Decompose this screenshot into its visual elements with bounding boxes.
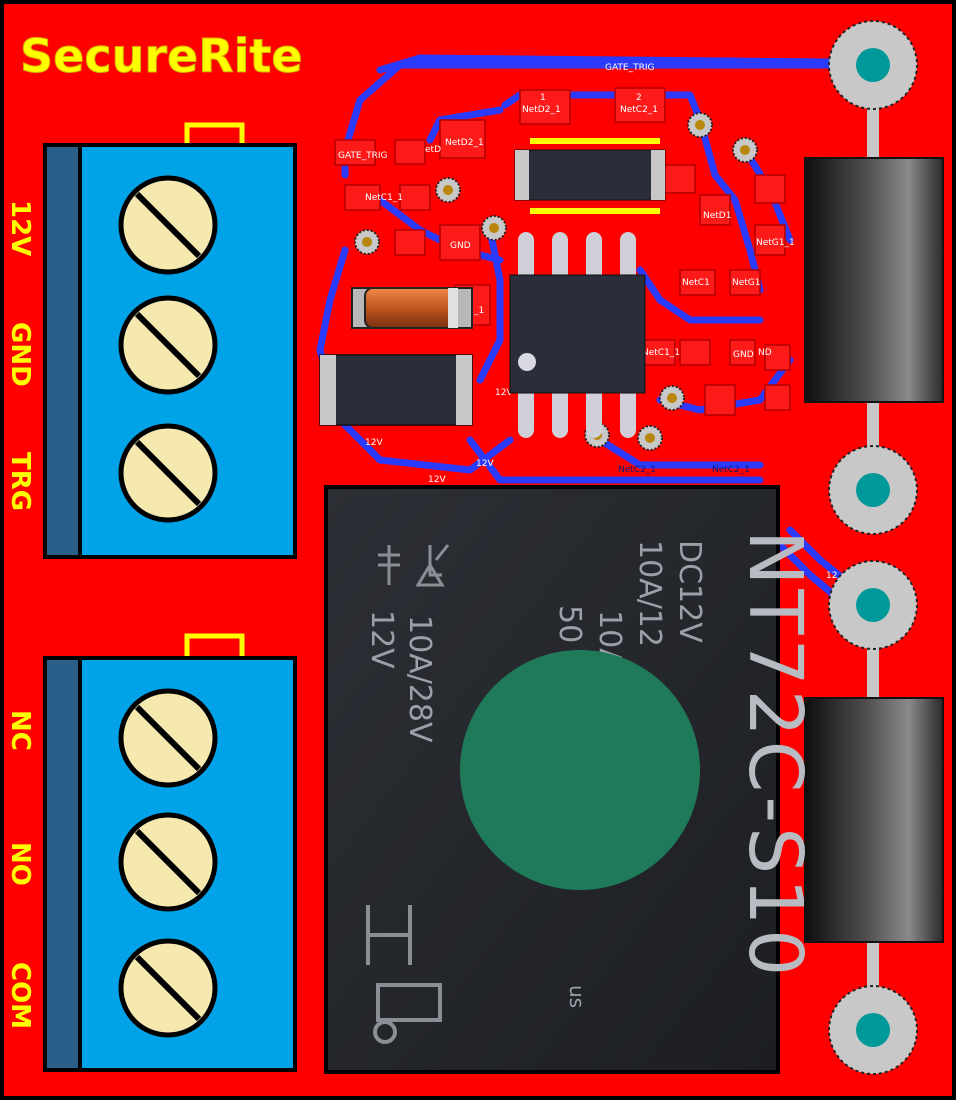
net-label-netc2-c: NetC2_1 [712, 465, 750, 475]
net-label-12v-d: 12V [495, 388, 513, 398]
through-hole-pad-1 [828, 20, 918, 110]
terminal-block-input: 12V GND TRG [5, 122, 297, 559]
screw-gnd[interactable] [118, 295, 218, 395]
label-gnd: GND [5, 322, 35, 387]
net-label-netg1: NetG1 [732, 278, 761, 288]
pin1-marker [518, 353, 536, 371]
net-label-nd: ND [758, 348, 772, 358]
label-12v: 12V [5, 200, 35, 256]
smd-diode-left [319, 354, 473, 426]
net-label-netc1-b: NetC1 [682, 278, 710, 288]
net-label-r1: R1_1 [462, 306, 484, 316]
net-label-netc2-b: NetC2_1 [618, 465, 656, 475]
net-label-12v-c: 12V [476, 459, 494, 469]
net-label-12v-e: 12 [826, 571, 837, 581]
label-com: COM [5, 962, 35, 1029]
net-label-gnd: GND [450, 241, 471, 251]
net-label-netg1-b: NetG1_1 [756, 238, 795, 248]
pin-label-1: 1 [540, 93, 546, 103]
net-label-12v-b: 12V [428, 475, 446, 485]
label-no: NO [5, 842, 35, 886]
relay: NT72C-S10 DC12V 10A/12 10A/25 50 10A/28V… [324, 485, 818, 1074]
screw-nc[interactable] [118, 688, 218, 788]
pin-label-2: 2 [636, 93, 642, 103]
cert-logo [366, 905, 442, 1044]
vias [354, 112, 758, 451]
screw-trg[interactable] [118, 423, 218, 523]
relay-line-4: 10A/28V [402, 615, 437, 743]
relay-line-2: 10A/12 [632, 540, 667, 647]
soic-8-ic [509, 232, 646, 438]
relay-line-6: 12V [364, 610, 399, 669]
net-label-gnd-b: GND [733, 350, 754, 360]
relay-line-1: DC12V [672, 540, 707, 643]
screw-12v[interactable] [118, 175, 218, 275]
net-labels: GATE_TRIG GATE_TRIG NetD2_1 NetC2_1 etD … [338, 63, 837, 581]
net-label-gate-trig-small: GATE_TRIG [338, 151, 388, 161]
screw-no[interactable] [118, 812, 218, 912]
brand-logo-text: SecureRite [20, 29, 303, 83]
terminal-block-output: NC NO COM [5, 633, 297, 1072]
net-label-netd2-b: NetD2_1 [445, 138, 484, 148]
through-hole-pad-3 [828, 560, 918, 650]
net-label-netc1-c: NetC1_1 [642, 348, 680, 358]
relay-suffix: us [565, 985, 589, 1008]
relay-symbols [378, 544, 450, 587]
smd-rectifier-top [514, 138, 666, 214]
relay-line-5: 50 [552, 605, 587, 643]
net-label-netd: etD [425, 145, 441, 155]
screw-com[interactable] [118, 938, 218, 1038]
axial-component-bottom [804, 697, 944, 943]
axial-component-top [804, 157, 944, 403]
relay-model: NT72C-S10 [732, 530, 818, 980]
label-nc: NC [5, 710, 35, 751]
glass-diode [351, 287, 473, 329]
net-label-gate-trig: GATE_TRIG [605, 63, 655, 73]
net-label-netd2: NetD2_1 [522, 105, 561, 115]
smd-pads [334, 87, 791, 416]
label-trg: TRG [5, 452, 35, 511]
net-label-netd1: NetD1 [703, 211, 731, 221]
relay-green-cap [460, 650, 700, 890]
net-label-netc2: NetC2_1 [620, 105, 658, 115]
net-label-12v-a: 12V [365, 438, 383, 448]
net-label-netc1: NetC1_1 [365, 193, 403, 203]
through-hole-pad-2 [828, 445, 918, 535]
through-hole-pad-4 [828, 985, 918, 1075]
